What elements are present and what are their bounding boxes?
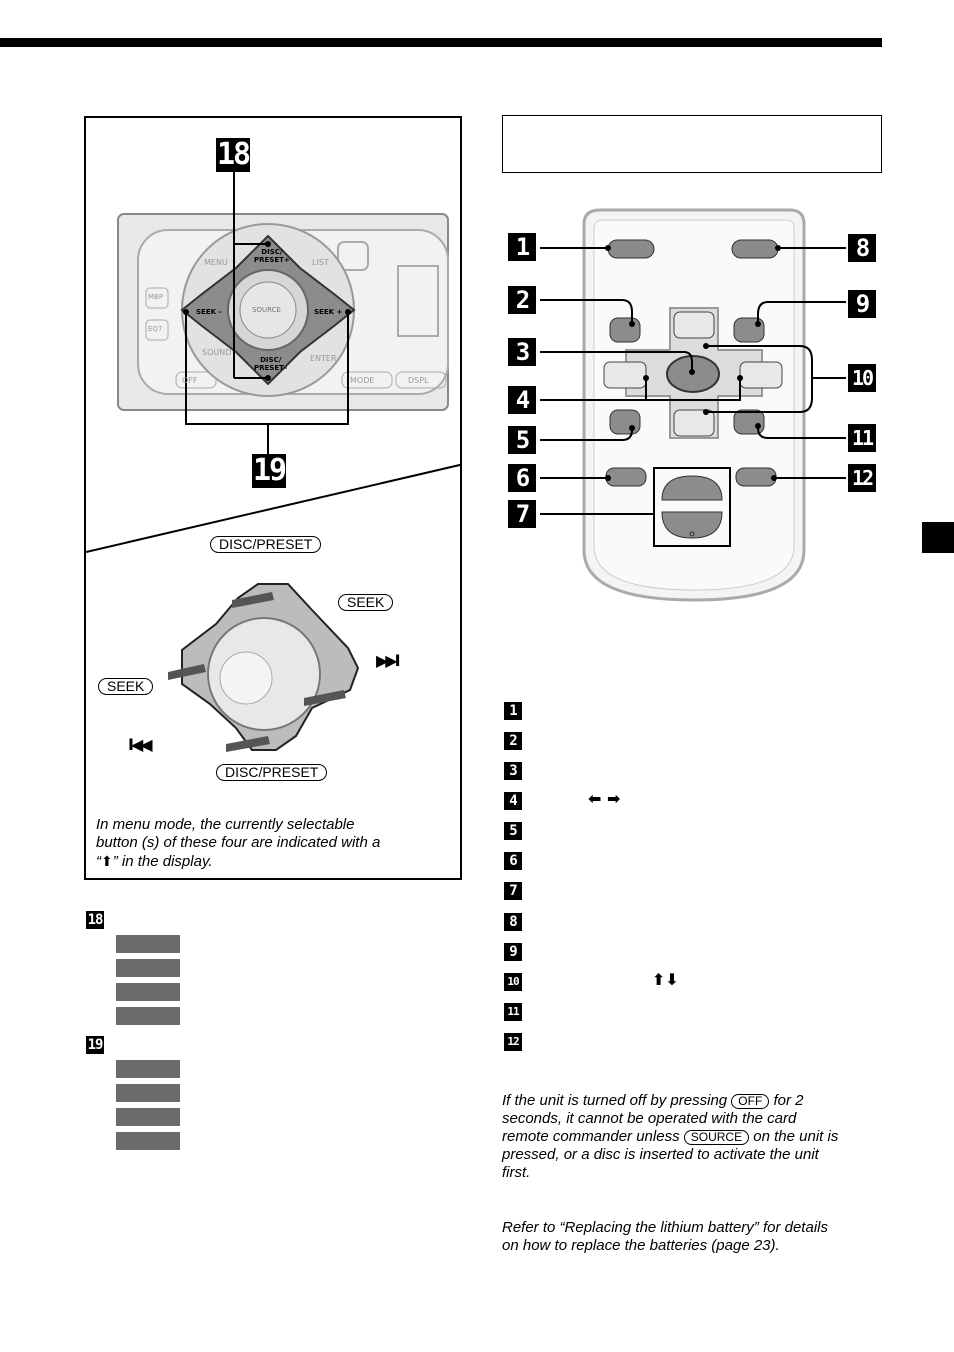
legend-1: 1	[504, 702, 522, 720]
panel-disc-plus-label: DISC/PRESET+	[254, 248, 290, 264]
legend-19-bar-2	[116, 1084, 180, 1102]
legend-8: 8	[504, 913, 522, 931]
remote-commander-drawing	[540, 208, 846, 602]
callout-8: 8	[848, 234, 876, 262]
panel-disc-minus-label: DISC/PRESET–	[254, 356, 288, 372]
section-edge-tab	[922, 522, 954, 553]
legend-5: 5	[504, 822, 522, 840]
callout-4: 4	[508, 386, 536, 414]
legend-6: 6	[504, 852, 522, 870]
callout-2: 2	[508, 286, 536, 314]
callout-1: 1	[508, 233, 536, 261]
panel-sound-label: SOUND	[202, 348, 232, 357]
legend-19-bar-3	[116, 1108, 180, 1126]
callout-11: 11	[848, 424, 876, 452]
callout-9: 9	[848, 290, 876, 318]
disc-preset-bottom-pill: DISC/PRESET	[216, 762, 328, 781]
prev-track-symbol: I◀◀	[128, 735, 153, 754]
top-rule	[0, 38, 882, 47]
panel-off-label: OFF	[182, 376, 198, 385]
callout-6: 6	[508, 464, 536, 492]
panel-seek-plus-label: SEEK +	[314, 308, 343, 316]
legend-10: 10	[504, 973, 522, 991]
seek-right-pill: SEEK	[338, 592, 394, 611]
callout-19: 19	[252, 453, 287, 488]
callout-3: 3	[508, 338, 536, 366]
callout-7: 7	[508, 500, 536, 528]
up-arrow-icon: ⬆	[101, 853, 113, 869]
off-button-label: OFF	[731, 1094, 770, 1109]
legend-2: 2	[504, 732, 522, 750]
left-right-arrows-icon: ⬅ ➡	[588, 789, 621, 808]
panel-seek-minus-label: SEEK –	[196, 308, 222, 316]
battery-note: Refer to “Replacing the lithium battery”…	[502, 1219, 828, 1254]
legend-9: 9	[504, 943, 522, 961]
panel-menu-label: MENU	[204, 258, 228, 267]
legend-19-bar-4	[116, 1132, 180, 1150]
next-track-symbol: ▶▶I	[376, 651, 401, 670]
up-down-arrows-icon: ⬆⬇	[652, 970, 679, 989]
callout-18: 18	[216, 137, 251, 172]
panel-dspl-label: DSPL	[408, 376, 429, 385]
callout-5: 5	[508, 426, 536, 454]
disc-preset-top-pill: DISC/PRESET	[210, 534, 322, 553]
legend-18-bar-4	[116, 1007, 180, 1025]
panel-mode-label: MODE	[350, 376, 375, 385]
source-button-label: SOURCE	[683, 1130, 750, 1145]
panel-mbp-label: MBP	[148, 293, 164, 301]
panel-list-label: LIST	[312, 258, 329, 267]
legend-18-bar-2	[116, 959, 180, 977]
panel-source-label: SOURCE	[252, 306, 281, 314]
callout-12: 12	[848, 464, 876, 492]
seek-left-pill: SEEK	[98, 676, 154, 695]
menu-mode-note: In menu mode, the currently selectable b…	[96, 816, 381, 870]
legend-3: 3	[504, 762, 522, 780]
front-panel-illustration-box: DISC/PRESET+ DISC/PRESET– SEEK – SEEK + …	[84, 116, 462, 880]
legend-19-bar-1	[116, 1060, 180, 1078]
legend-18-bar-3	[116, 983, 180, 1001]
legend-4: 4	[504, 792, 522, 810]
heading-box	[502, 115, 882, 173]
panel-enter-label: ENTER	[310, 354, 337, 363]
panel-eq7-label: EQ7	[148, 325, 163, 333]
legend-11: 11	[504, 1003, 522, 1021]
legend-12: 12	[504, 1033, 522, 1051]
legend-7: 7	[504, 882, 522, 900]
legend-18-marker: 18	[86, 911, 104, 929]
legend-18-bar-1	[116, 935, 180, 953]
off-note: If the unit is turned off by pressing OF…	[502, 1092, 839, 1181]
legend-19-marker: 19	[86, 1036, 104, 1054]
callout-10: 10	[848, 364, 876, 392]
front-panel-drawing	[86, 170, 460, 752]
